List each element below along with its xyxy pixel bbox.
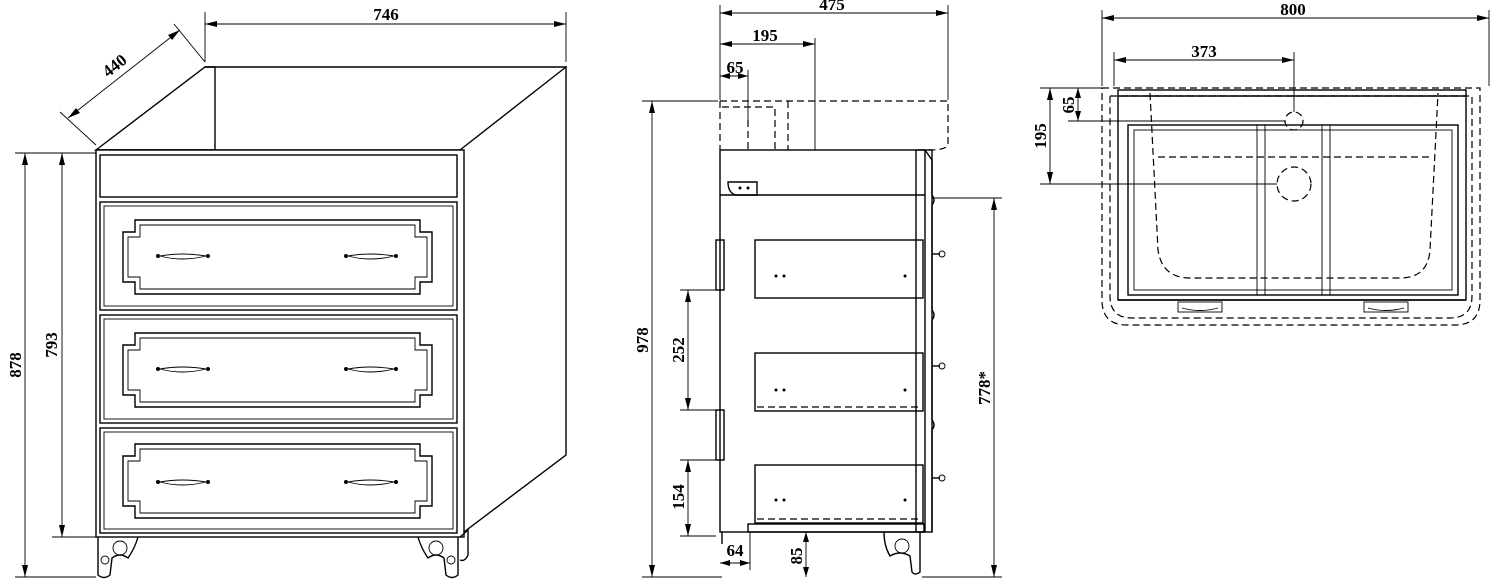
drawer-side xyxy=(754,352,924,412)
leg-offset-label: 64 xyxy=(727,541,745,560)
basin-outline-top xyxy=(1101,87,1481,326)
dimension-leg-offset: 64 xyxy=(720,532,751,570)
siphon xyxy=(727,181,758,196)
dimension-drain-offset: 195 xyxy=(720,26,816,150)
leg-height-label: 85 xyxy=(787,548,806,565)
drawer-front xyxy=(99,314,458,424)
height-body-label: 793 xyxy=(42,332,61,358)
height-total-label: 978 xyxy=(633,327,652,353)
drawer-front xyxy=(99,427,458,534)
dimension-leg-height: 85 xyxy=(787,532,809,577)
dimension-height-total: 878 xyxy=(6,152,96,578)
dimension-height-cabinet: 778* xyxy=(922,197,1002,578)
top-view: 800 373 65 195 xyxy=(1031,0,1490,326)
drawer-upper-label: 252 xyxy=(669,337,688,363)
cabinet-side xyxy=(719,149,926,533)
drain-offset-label: 195 xyxy=(752,26,778,45)
drain-hole xyxy=(1276,166,1312,202)
cabinet-legs xyxy=(97,528,469,579)
siphon-depth-label: 65 xyxy=(1059,97,1078,114)
side-view: 475 195 65 978 xyxy=(633,0,1002,578)
height-cabinet-label: 778* xyxy=(975,371,994,405)
width-label: 746 xyxy=(373,5,399,24)
drawer-lower-label: 154 xyxy=(669,484,688,510)
siphon-offset-label: 65 xyxy=(727,58,744,77)
drawer-side xyxy=(754,239,924,299)
dimension-drawer-upper: 252 xyxy=(669,289,716,411)
drain-center-label: 373 xyxy=(1191,42,1217,61)
dimension-drawer-lower: 154 xyxy=(669,459,716,537)
dimension-siphon-offset: 65 xyxy=(720,58,749,120)
dimension-siphon-depth: 65 xyxy=(1059,87,1285,122)
dimension-height-total: 978 xyxy=(633,100,722,578)
drain-depth-label: 195 xyxy=(1031,123,1050,149)
siphon-hole xyxy=(1284,111,1304,131)
wall-bracket xyxy=(715,409,725,461)
dimension-width: 800 xyxy=(1101,0,1490,86)
top-rail xyxy=(99,154,458,198)
height-total-label: 878 xyxy=(6,352,25,378)
drawer-front xyxy=(99,201,458,311)
front-view: 746 440 878 793 xyxy=(6,5,567,579)
cabinet-back-edge xyxy=(93,66,216,151)
cabinet-body xyxy=(95,149,465,538)
cabinet-top xyxy=(1117,89,1467,301)
knob-icon xyxy=(932,250,946,482)
dimension-width: 746 xyxy=(204,5,567,62)
drawer-side xyxy=(754,464,924,524)
dimension-drain-center: 373 xyxy=(1113,42,1295,112)
dimension-drain-depth: 195 xyxy=(1031,87,1277,185)
width-label: 800 xyxy=(1280,0,1306,19)
depth-total-label: 475 xyxy=(819,0,845,14)
wall-bracket xyxy=(715,239,725,291)
depth-label: 440 xyxy=(99,50,131,81)
dimension-height-body: 793 xyxy=(42,153,96,538)
side-leg xyxy=(721,531,921,575)
cabinet-side-panel xyxy=(459,65,567,537)
drawer-handle-top xyxy=(1177,301,1409,313)
dimension-depth-total: 475 xyxy=(719,0,949,100)
